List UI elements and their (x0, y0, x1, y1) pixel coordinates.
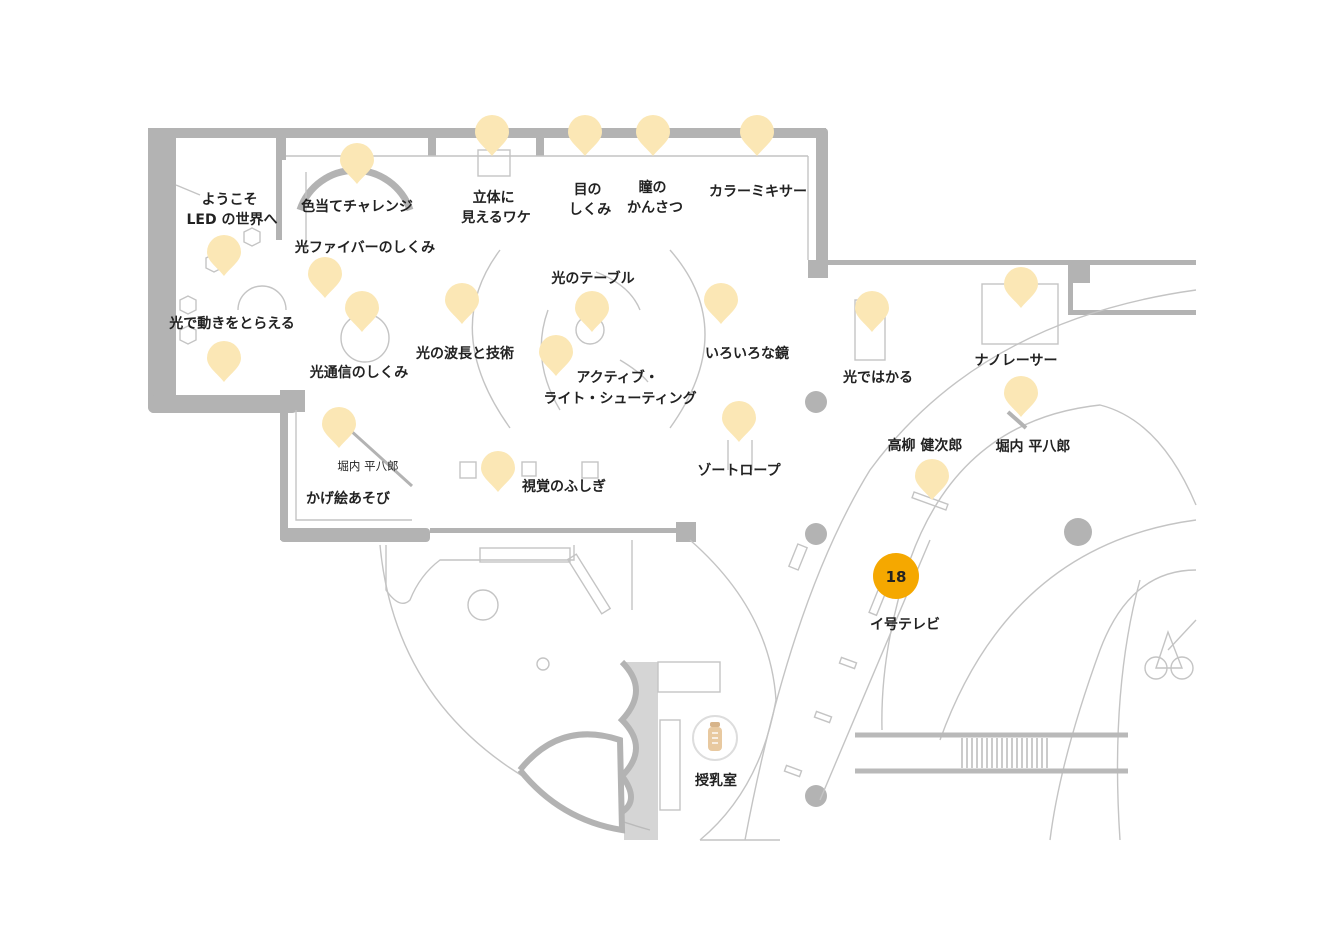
exhibit-label[interactable]: イ号テレビ (870, 617, 940, 633)
map-pin-icon[interactable] (481, 451, 515, 492)
map-pin-icon[interactable] (207, 235, 241, 276)
exhibit-label[interactable]: 堀内 平八郎 (996, 438, 1071, 455)
exhibit-label[interactable]: ナノレーサー (974, 353, 1057, 369)
map-pin-icon[interactable] (855, 291, 889, 332)
nursing-room-label: 授乳室 (695, 772, 737, 789)
map-pin-icon[interactable] (322, 407, 356, 448)
map-pin-icon[interactable] (568, 115, 602, 156)
map-pin-icon[interactable] (636, 115, 670, 156)
exhibit-label[interactable]: 視覚のふしぎ (521, 478, 606, 495)
nursing-room[interactable]: 授乳室 (692, 715, 738, 789)
exhibit-label[interactable]: 光の波長と技術 (415, 345, 514, 362)
map-pin-icon[interactable] (722, 401, 756, 442)
exhibit-label[interactable]: いろいろな鏡 (705, 345, 789, 362)
exhibit-label[interactable]: 光のテーブル (550, 270, 634, 287)
walls (148, 128, 1196, 542)
map-pin-icon[interactable] (740, 115, 774, 156)
exhibit-label[interactable]: 光ファイバーのしくみ (294, 239, 435, 256)
exhibit-labels: ようこそ LED の世界へ 色当てチャレンジ 光ファイバーのしくみ 立体に 見え… (168, 179, 1070, 633)
marker-number: 18 (886, 568, 907, 586)
exhibit-label[interactable]: かげ絵あそび (306, 490, 391, 507)
exhibit-label[interactable]: ようこそ LED の世界へ (187, 192, 278, 228)
baby-bottle-icon (708, 722, 722, 751)
exhibit-label[interactable]: カラーミキサー (709, 184, 807, 200)
exhibit-label[interactable]: 光で動きをとらえる (168, 315, 295, 332)
exhibit-label[interactable]: 色当てチャレンジ (301, 198, 413, 215)
map-pin-icon[interactable] (308, 257, 342, 298)
map-pin-icon[interactable] (1004, 267, 1038, 308)
exhibit-label[interactable]: ゾートロープ (697, 462, 781, 479)
map-pin-icon[interactable] (345, 291, 379, 332)
map-pin-icon[interactable] (340, 143, 374, 184)
exhibit-label[interactable]: 光通信のしくみ (309, 364, 409, 381)
furniture (175, 149, 1197, 841)
exhibit-label[interactable]: 瞳の かんさつ (627, 179, 683, 216)
marker-circle (873, 553, 919, 599)
exhibit-label[interactable]: アクティブ・ ライト・シューティング (543, 369, 696, 407)
map-pin-icon[interactable] (207, 341, 241, 382)
active-exhibit-marker[interactable]: 18 (873, 553, 919, 599)
exhibit-label[interactable]: 立体に 見えるワケ (460, 189, 531, 226)
exhibit-label[interactable]: 光ではかる (842, 369, 913, 386)
map-pin-icon[interactable] (704, 283, 738, 324)
exhibit-label[interactable]: 高柳 健次郎 (888, 437, 963, 454)
exhibit-label[interactable]: 目の しくみ (569, 182, 612, 218)
exhibit-label[interactable]: 堀内 平八郎 (337, 459, 398, 473)
map-pin-icon[interactable] (445, 283, 479, 324)
